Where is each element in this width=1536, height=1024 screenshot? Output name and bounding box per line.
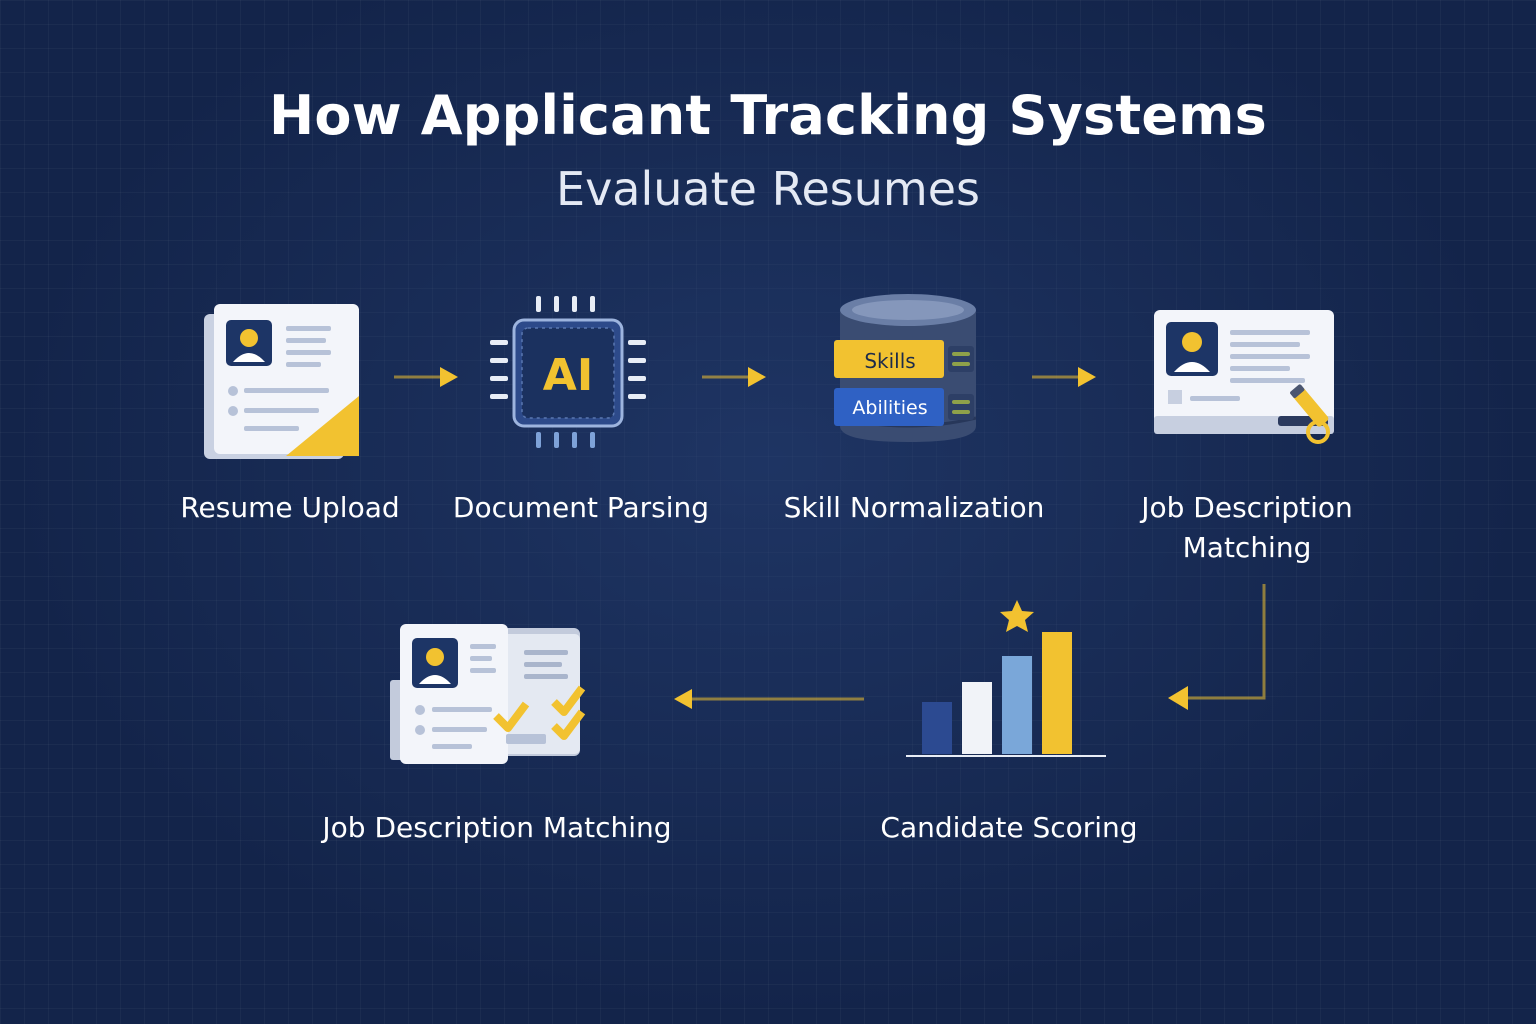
arrow-right-icon <box>1032 367 1096 387</box>
step-label-job-description-matching-line1: Job Description <box>1141 491 1353 524</box>
step-label-document-parsing: Document Parsing <box>452 491 710 524</box>
skills-database-icon: Skills Abilities <box>834 294 977 442</box>
resume-document-icon <box>204 304 359 459</box>
matched-documents-icon <box>390 624 586 764</box>
arrow-left-icon <box>674 689 864 709</box>
arrow-elbow-left-icon <box>1168 584 1266 710</box>
skills-band-text: Skills <box>864 349 915 373</box>
ai-chip-icon: AI <box>490 296 646 448</box>
job-profile-card-icon <box>1154 310 1334 444</box>
ai-chip-text: AI <box>543 350 593 401</box>
diagram-subtitle: Evaluate Resumes <box>556 162 980 216</box>
step-label-final-job-description-matching: Job Description Matching <box>322 811 672 844</box>
arrow-right-icon <box>394 367 458 387</box>
step-label-skill-normalization: Skill Normalization <box>783 491 1045 524</box>
diagram-title: How Applicant Tracking Systems <box>269 84 1267 147</box>
bar-chart-star-icon <box>906 600 1106 757</box>
step-label-job-description-matching-line2: Matching <box>1182 531 1312 564</box>
arrow-right-icon <box>702 367 766 387</box>
step-label-candidate-scoring: Candidate Scoring <box>880 811 1138 844</box>
abilities-band-text: Abilities <box>852 397 927 419</box>
step-label-resume-upload: Resume Upload <box>180 491 400 524</box>
